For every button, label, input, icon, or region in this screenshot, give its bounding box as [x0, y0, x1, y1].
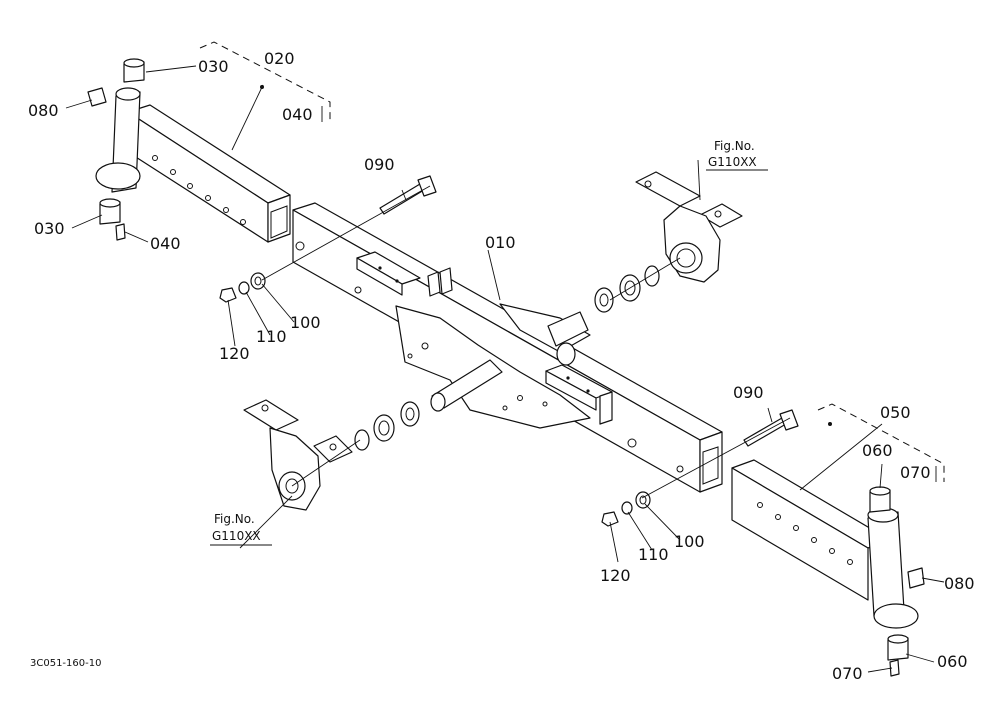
- figure-reference-right: Fig.No. G110XX: [706, 139, 768, 171]
- leader-lines: [65, 65, 945, 673]
- label-060-top: 060: [862, 441, 893, 460]
- right-pivot-bracket: [635, 171, 743, 283]
- left-bearing-set: [354, 401, 420, 451]
- right-arm-group-bracket: [817, 403, 945, 482]
- fig-ref-right-title: Fig.No.: [714, 139, 755, 153]
- label-100-lower: 100: [674, 532, 705, 551]
- label-070-bottom: 070: [832, 664, 863, 683]
- label-090-upper: 090: [364, 155, 395, 174]
- bolt-part-090-upper: [379, 175, 437, 215]
- label-120-lower: 120: [600, 566, 631, 585]
- label-060-bottom: 060: [937, 652, 968, 671]
- fig-ref-left-number: G110XX: [212, 529, 261, 543]
- figure-reference-left: Fig.No. G110XX: [210, 512, 272, 546]
- assembly-lines: [261, 185, 791, 499]
- label-110-upper: 110: [256, 327, 287, 346]
- diagram-code: 3C051-160-10: [30, 658, 101, 669]
- left-arm-fittings: [87, 58, 145, 241]
- right-bearing-set: [594, 265, 660, 313]
- fig-ref-left-title: Fig.No.: [214, 512, 255, 526]
- label-040-bottom: 040: [150, 234, 181, 253]
- right-arm-part-050: [731, 459, 919, 629]
- label-030-top: 030: [198, 57, 229, 76]
- label-010: 010: [485, 233, 516, 252]
- part-labels: 010 020 030 030 040 040 050 060 060 070 …: [28, 49, 975, 683]
- rear-pivot-shaft: [430, 311, 589, 412]
- label-080-right: 080: [944, 574, 975, 593]
- lower-clamp-bracket: [545, 364, 613, 425]
- label-070-top: 070: [900, 463, 931, 482]
- right-arm-fittings: [869, 486, 925, 677]
- label-030-bottom: 030: [34, 219, 65, 238]
- left-arm-group-bracket: [199, 41, 331, 122]
- fig-ref-right-number: G110XX: [708, 155, 757, 169]
- left-pivot-bracket: [243, 399, 353, 511]
- left-arm-part-020: [95, 87, 291, 243]
- upper-clamp-bracket: [356, 251, 453, 297]
- label-050: 050: [880, 403, 911, 422]
- label-110-lower: 110: [638, 545, 669, 564]
- label-090-lower: 090: [733, 383, 764, 402]
- label-020: 020: [264, 49, 295, 68]
- label-100-upper: 100: [290, 313, 321, 332]
- nut-washer-set-upper: [219, 272, 266, 303]
- label-080-left: 080: [28, 101, 59, 120]
- label-040-top: 040: [282, 105, 313, 124]
- label-120-upper: 120: [219, 344, 250, 363]
